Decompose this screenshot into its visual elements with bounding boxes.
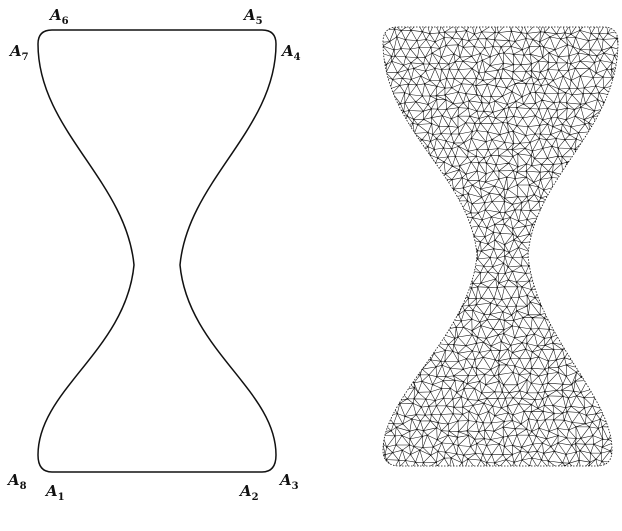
vertex-label-a8: A8 bbox=[6, 471, 27, 492]
mesh-diagram bbox=[382, 26, 619, 467]
vertex-label-a3: A3 bbox=[278, 471, 299, 492]
vertex-label-a6: A6 bbox=[48, 6, 69, 27]
vertex-label-a2: A2 bbox=[238, 482, 259, 503]
mesh-boundary bbox=[382, 26, 619, 467]
outline-diagram: A1 A2 A3 A4 A5 A6 A7 A8 bbox=[6, 6, 301, 503]
vertex-label-a7: A7 bbox=[8, 42, 29, 63]
mesh-edges bbox=[383, 27, 618, 466]
vertex-label-a5: A5 bbox=[242, 6, 263, 27]
mesh-triangulation bbox=[383, 27, 618, 466]
hourglass-outline bbox=[37, 29, 277, 473]
vertex-label-a4: A4 bbox=[280, 42, 301, 63]
vertex-label-a1: A1 bbox=[44, 482, 65, 503]
